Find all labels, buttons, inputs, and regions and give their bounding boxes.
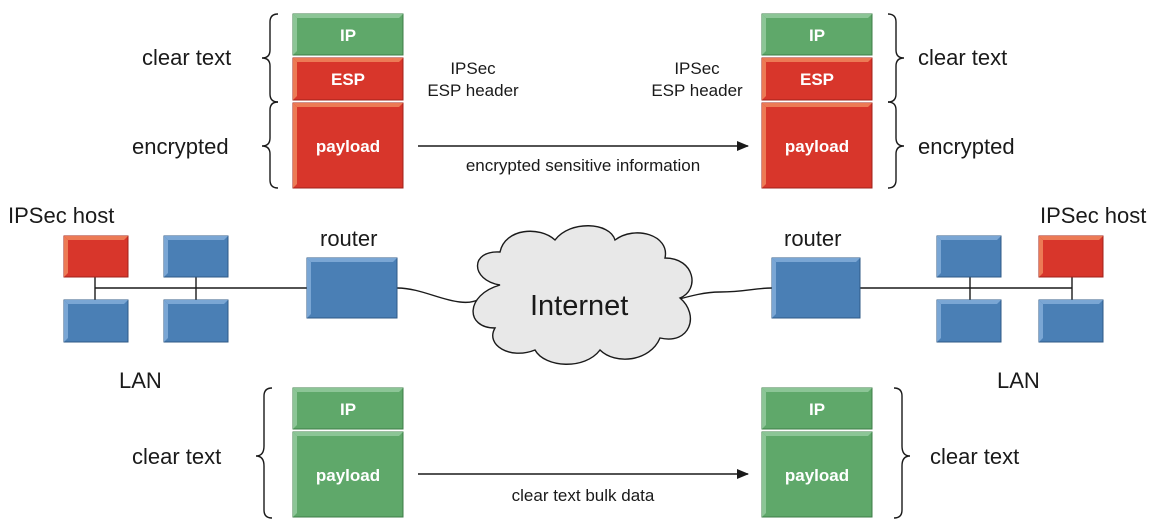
lan-host <box>163 235 229 278</box>
ipsec-text: IPSec <box>450 59 496 78</box>
lan-host <box>163 299 229 343</box>
internet-cloud <box>472 225 693 365</box>
encrypted-label-top-right: encrypted <box>918 134 1015 159</box>
lan-label-left: LAN <box>119 368 162 393</box>
router-left <box>306 257 398 319</box>
clear-text-label-bottom-left: clear text <box>132 444 222 469</box>
ip-header-label: IP <box>340 400 356 419</box>
clear-text-label-top-left: clear text <box>142 45 232 70</box>
lan-left-wiring <box>94 277 307 300</box>
payload-label: payload <box>785 466 849 485</box>
esp-header-text: ESP header <box>427 81 519 100</box>
brace-clear-text-top-left <box>261 13 279 103</box>
wan-cable-right <box>675 287 773 301</box>
clear-text-label-top-right: clear text <box>918 45 1008 70</box>
lan-right-wiring <box>860 277 1073 300</box>
brace-encrypted-top-right <box>887 101 905 189</box>
ipsec-host-right <box>1038 235 1104 278</box>
brace-clear-text-bottom-left <box>255 387 273 519</box>
ip-header-label: IP <box>340 26 356 45</box>
ipsec-esp-label-right: IPSec ESP header <box>638 58 756 102</box>
clear-packet-left: IP payload <box>292 387 404 518</box>
brace-clear-text-bottom-right <box>893 387 911 519</box>
encrypted-flow-label: encrypted sensitive information <box>465 156 701 175</box>
lan-host <box>63 299 129 343</box>
encrypted-packet-right: IP ESP payload <box>761 13 873 189</box>
ipsec-host-label-left: IPSec host <box>8 203 115 228</box>
brace-clear-text-top-right <box>887 13 905 103</box>
ip-header-label: IP <box>809 26 825 45</box>
esp-header-text: ESP header <box>651 81 743 100</box>
router-label-left: router <box>320 226 378 251</box>
router-label-right: router <box>784 226 842 251</box>
brace-encrypted-top-left <box>261 101 279 189</box>
clear-flow-label: clear text bulk data <box>511 486 655 505</box>
internet-label: Internet <box>530 290 629 322</box>
clear-text-label-bottom-right: clear text <box>930 444 1020 469</box>
encrypted-packet-left: IP ESP payload <box>292 13 404 189</box>
ipsec-esp-label-left: IPSec ESP header <box>418 58 528 102</box>
lan-host <box>1038 299 1104 343</box>
esp-header-label: ESP <box>331 70 365 89</box>
payload-label: payload <box>785 137 849 156</box>
payload-label: payload <box>316 137 380 156</box>
lan-label-right: LAN <box>997 368 1040 393</box>
encrypted-label-top-left: encrypted <box>132 134 229 159</box>
payload-label: payload <box>316 466 380 485</box>
ip-header-label: IP <box>809 400 825 419</box>
lan-host <box>936 235 1002 278</box>
ipsec-text: IPSec <box>674 59 720 78</box>
clear-packet-right: IP payload <box>761 387 873 518</box>
ipsec-host-label-right: IPSec host <box>1040 203 1147 228</box>
router-right <box>771 257 861 319</box>
esp-header-label: ESP <box>800 70 834 89</box>
ipsec-host-left <box>63 235 129 278</box>
lan-host <box>936 299 1002 343</box>
